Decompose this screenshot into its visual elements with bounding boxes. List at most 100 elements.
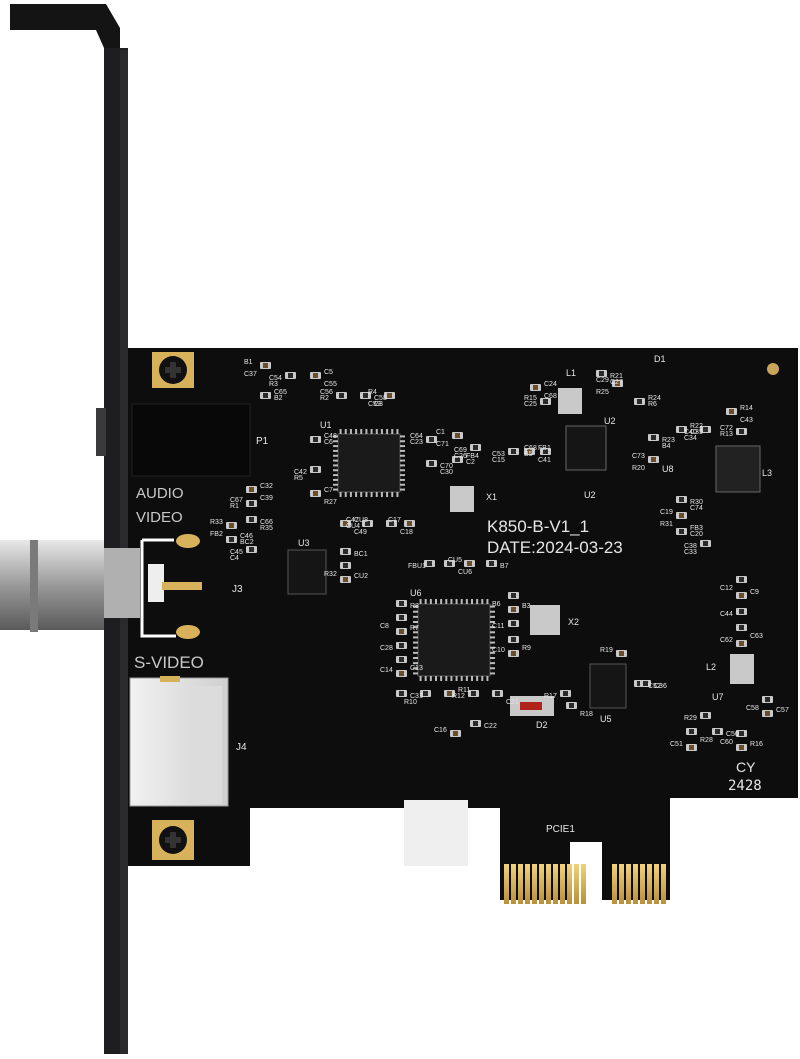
component-ref-label: R15 [524,395,537,402]
component-ref-label: C72 [720,425,733,432]
chip-u2 [565,425,607,471]
component-ref-label: C68 [524,445,537,452]
component-ref-label: C30 [440,469,453,476]
component-ref-label: C21 [506,699,519,706]
component-ref-label: FB2 [210,531,223,538]
component-ref-label: C46 [240,533,253,540]
component-ref-label: C68 [544,393,557,400]
component-ref-label: R24 [648,395,661,402]
l2-label: L2 [706,662,716,672]
component-ref-label: CU4 [346,523,360,530]
svideo-label: S-VIDEO [134,653,204,672]
video-label: VIDEO [136,509,183,526]
component-ref-label: C11 [492,623,504,630]
component-ref-label: R28 [700,737,713,744]
component-ref-label: B4 [662,443,671,450]
svideo-connector-icon[interactable] [129,676,229,807]
component-ref-label: C1 [436,429,445,436]
d2-label: D2 [536,720,548,730]
chip-u3 [287,549,327,595]
component-ref-label: C56 [320,389,333,396]
component-ref-label: R18 [580,711,593,718]
component-ref-label: C15 [492,457,505,464]
component-ref-label: C52 [648,683,661,690]
component-ref-label: R6 [648,401,657,408]
component-ref-label: C47 [346,517,359,524]
audio-jack[interactable] [131,403,251,477]
component-ref-label: R12 [452,693,465,700]
board-date: DATE:2024-03-23 [487,538,623,557]
p1-label: P1 [256,436,269,447]
component-ref-label: R32 [324,571,337,578]
component-ref-label: C24 [544,381,557,388]
component-ref-label: C66 [260,519,273,526]
component-ref-label: B6 [492,601,501,608]
component-ref-label: C40 [684,429,697,436]
metal-bracket [10,4,128,1054]
component-ref-label: CU6 [458,569,472,576]
component-ref-label: C33 [684,549,697,556]
component-ref-label: C37 [244,371,257,378]
component-ref-label: C6 [324,439,333,446]
component-ref-label: R23 [662,437,675,444]
component-ref-label: C63 [750,633,763,640]
component-ref-label: C43 [740,417,753,424]
j4-label: J4 [236,742,247,753]
component-ref-label: R2 [320,395,329,402]
component-ref-label: C55 [324,381,337,388]
component-ref-label: C20 [690,531,703,538]
component-ref-label: C13 [410,665,423,672]
chip-u1 [333,429,405,497]
component-ref-label: C17 [388,517,401,524]
d1-label: D1 [654,354,666,364]
component-ref-label: CU2 [354,573,368,580]
component-ref-label: R21 [610,373,623,380]
component-ref-label: R25 [596,389,609,396]
x1-label: X1 [486,492,497,502]
j3-label: J3 [232,584,243,595]
chip-u5 [589,663,627,709]
component-ref-label: C59 [368,401,381,408]
component-ref-label: C50 [726,731,739,738]
component-ref-label: C14 [380,667,393,674]
component-ref-label: C2 [466,459,475,466]
component-ref-label: C62 [720,637,733,644]
component-ref-label: FB1 [538,445,551,452]
component-ref-label: C45 [230,549,243,556]
u7-label: U7 [712,692,724,702]
component-ref-label: C3 [374,401,383,408]
component-ref-label: R30 [690,499,703,506]
component-ref-label: C34 [684,435,697,442]
component-ref-label: C28 [380,645,393,652]
component-ref-label: B2 [274,395,283,402]
component-ref-label: C16 [434,727,447,734]
component-ref-label: C12 [720,585,733,592]
component-ref-label: C70 [440,463,453,470]
component-ref-label: CU8 [354,517,368,524]
u2b-label: U2 [584,490,596,500]
component-ref-label: C51 [670,741,683,748]
audio-label: AUDIO [136,485,184,502]
component-ref-label: R10 [404,699,417,706]
component-ref-label: C26 [454,453,467,460]
component-ref-label: R33 [210,519,223,526]
component-ref-label: C54 [269,375,282,382]
screw-icon [152,352,194,388]
component-ref-label: R35 [260,525,273,532]
bnc-connector-icon[interactable] [0,540,164,632]
component-ref-label: FB3 [690,525,703,532]
passive-components: B1B2R3C5R2C3R4C6R5C7C23C30C1C2C26C24C25C… [210,359,789,751]
component-ref-label: B1 [244,359,253,366]
component-ref-label: R7 [410,625,419,632]
component-ref-label: R4 [368,389,377,396]
pcie-label: PCIE1 [546,824,575,835]
component-ref-label: R17 [544,693,557,700]
component-ref-label: C58 [374,395,387,402]
screw-icon [152,820,194,860]
l3-label: L3 [762,468,772,478]
x2-label: X2 [568,617,579,627]
component-ref-label: C58 [746,705,759,712]
u5-label: U5 [600,714,612,724]
component-ref-label: R20 [632,465,645,472]
